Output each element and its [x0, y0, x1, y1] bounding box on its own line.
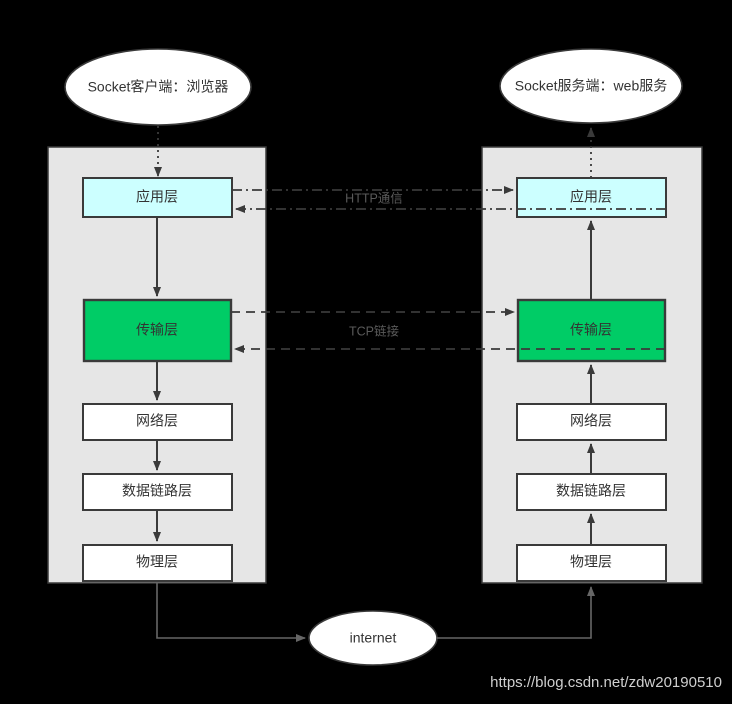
server-layer-transport-box[interactable]	[516, 298, 667, 363]
server-layer-datalink-label: 数据链路层	[556, 483, 626, 499]
client-layer-network-label: 网络层	[136, 413, 178, 429]
server-layer-transport-label: 传输层	[570, 322, 612, 338]
client-layer-datalink-label: 数据链路层	[122, 483, 192, 499]
client-layer-network-box[interactable]	[82, 403, 233, 441]
internet-to-server-physical-path	[437, 586, 595, 639]
client-layer-transport-label: 传输层	[136, 322, 178, 338]
server-layer-network-label: 网络层	[570, 413, 612, 429]
http-connection-label: HTTP通信	[345, 191, 403, 205]
client-layer-datalink-box[interactable]	[82, 473, 233, 511]
client-physical-to-internet-path	[156, 583, 306, 642]
client-layer-physical-label: 物理层	[136, 554, 178, 570]
server-endpoint-ellipse[interactable]	[499, 48, 683, 124]
client-layer-transport-box[interactable]	[82, 298, 233, 363]
server-layer-app-box[interactable]	[516, 177, 667, 218]
watermark-url: https://blog.csdn.net/zdw20190510	[490, 674, 722, 691]
server-layer-datalink-box[interactable]	[516, 473, 667, 511]
client-layer-app-box[interactable]	[82, 177, 233, 218]
server-layer-physical-box[interactable]	[516, 544, 667, 582]
client-endpoint-label: Socket客户端：浏览器	[88, 79, 229, 95]
client-endpoint-ellipse[interactable]	[64, 48, 252, 126]
server-endpoint-label: Socket服务端：web服务	[515, 78, 667, 94]
server-layer-physical-label: 物理层	[570, 554, 612, 570]
internet-label: internet	[350, 630, 397, 646]
server-layer-app-label: 应用层	[570, 189, 612, 205]
client-layer-app-label: 应用层	[136, 189, 178, 205]
client-layer-physical-box[interactable]	[82, 544, 233, 582]
tcp-connection-label: TCP链接	[349, 323, 400, 338]
